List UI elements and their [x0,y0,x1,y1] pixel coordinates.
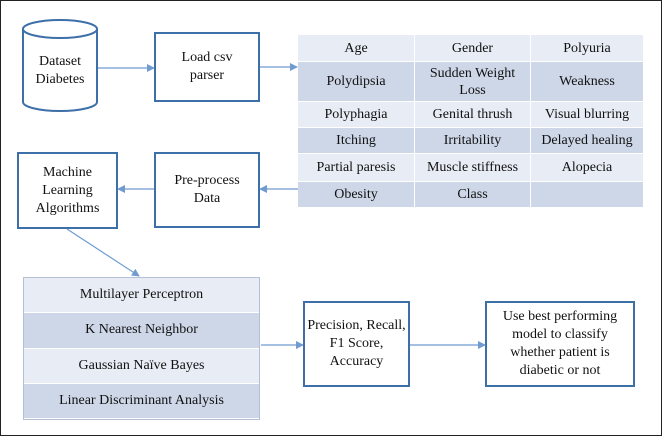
attribute-cell: Muscle stiffness [415,154,531,182]
attribute-cell: Itching [298,128,415,154]
metrics-node: Precision, Recall, F1 Score, Accuracy [303,301,410,387]
attribute-cell: Obesity [298,182,415,208]
result-line-3: whether patient is [510,345,610,360]
result-node: Use best performing model to classify wh… [485,301,635,387]
attribute-cell: Sudden Weight Loss [415,62,531,102]
model-item: Gaussian Naïve Bayes [24,348,259,384]
attribute-cell: Visual blurring [531,102,644,128]
attribute-cell: Weakness [531,62,644,102]
attribute-cell: Irritability [415,128,531,154]
attribute-cell: Delayed healing [531,128,644,154]
model-item: K Nearest Neighbor [24,313,259,349]
metrics-line-2: F1 Score, [329,336,384,351]
model-item: Multilayer Perceptron [24,278,259,314]
ml-algorithms-node: Machine Learning Algorithms [17,152,118,229]
dataset-label-line-1: Dataset [39,54,81,69]
attribute-cell: Polyphagia [298,102,415,128]
result-line-2: model to classify [512,327,608,342]
attribute-cell: Genital thrush [415,102,531,128]
attribute-cell: Age [298,35,415,62]
preprocess-line-1: Pre-process [174,173,240,188]
attribute-cell: Polyuria [531,35,644,62]
preprocess-line-2: Data [193,191,221,206]
attribute-cell [531,182,644,208]
attribute-cell: Alopecia [531,154,644,182]
attribute-cell: Gender [415,35,531,62]
connector-ml-to-models [66,228,140,277]
models-list: Multilayer Perceptron K Nearest Neighbor… [23,277,260,420]
attribute-cell: Polydipsia [298,62,415,102]
preprocess-node: Pre-process Data [154,152,260,228]
load-csv-node: Load csv parser [154,32,260,102]
attribute-cell: Partial paresis [298,154,415,182]
result-line-1: Use best performing [502,309,618,324]
dataset-label-line-2: Diabetes [35,72,85,87]
load-csv-line-1: Load csv [181,50,233,65]
attribute-cell: Class [415,182,531,208]
metrics-line-1: Precision, Recall, [307,318,406,333]
load-csv-line-2: parser [189,68,225,83]
attributes-table: Age Gender Polyuria Polydipsia Sudden We… [298,35,644,208]
metrics-line-3: Accuracy [329,354,384,369]
dataset-label: Dataset Diabetes [23,53,97,89]
result-line-4: diabetic or not [519,363,601,378]
ml-line-1: Machine [43,164,92,180]
ml-line-3: Algorithms [35,200,100,216]
ml-line-2: Learning [42,182,93,198]
model-item: Linear Discriminant Analysis [24,383,259,419]
